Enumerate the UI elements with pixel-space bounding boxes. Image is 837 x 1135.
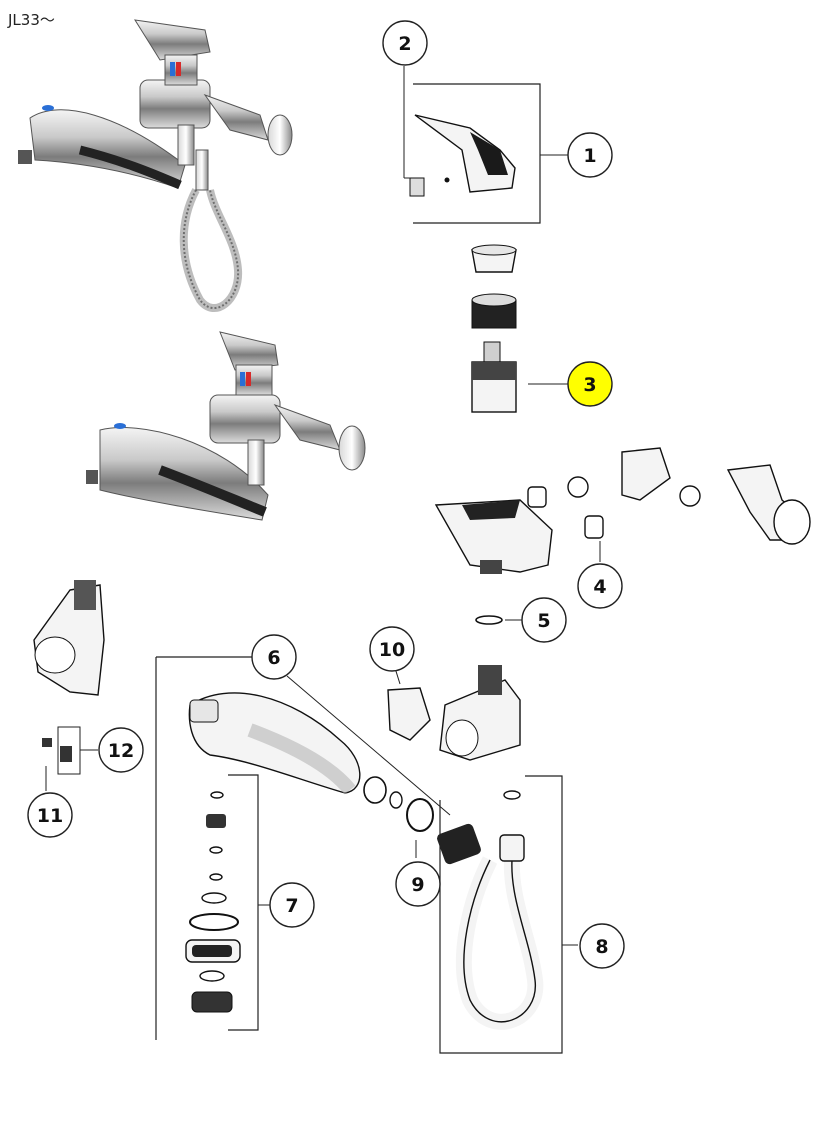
callout-12[interactable]: 12 [98,727,144,773]
callout-10[interactable]: 10 [369,626,415,672]
spray-head-assembly [155,656,451,1040]
callout-1[interactable]: 1 [567,132,613,178]
callout-circle [521,597,567,643]
callout-circle [567,361,613,407]
callout-8[interactable]: 8 [579,923,625,969]
callout-11[interactable]: 11 [27,792,73,838]
callout-circle [567,132,613,178]
adapter-and-screws [33,580,105,791]
callout-5[interactable]: 5 [521,597,567,643]
callout-circle [27,792,73,838]
callout-circle [579,923,625,969]
callout-number: 2 [398,33,411,55]
lever-handle-part [403,66,568,224]
callout-6[interactable]: 6 [251,634,297,680]
hose-assembly [387,665,578,1054]
callout-number: 4 [593,576,606,598]
callout-number: 10 [379,639,405,661]
callout-circle [269,882,315,928]
callout-3[interactable]: 3 [567,361,613,407]
faucet-image-docked [86,331,366,521]
callout-number: 8 [595,936,608,958]
model-code-label: JL33～ [8,11,55,29]
callout-circle [251,634,297,680]
callout-2[interactable]: 2 [382,20,428,66]
faucet-body-assembly [434,447,811,625]
callout-7[interactable]: 7 [269,882,315,928]
callout-number: 7 [285,895,298,917]
callout-4[interactable]: 4 [577,563,623,609]
callout-number: 12 [108,740,134,762]
callout-9[interactable]: 9 [395,861,441,907]
callout-number: 11 [37,805,63,827]
callout-number: 3 [583,374,596,396]
callout-circle [395,861,441,907]
faucet-image-full [18,19,293,312]
callout-circle [382,20,428,66]
callout-circle [577,563,623,609]
callout-number: 1 [583,145,596,167]
callout-circle [369,626,415,672]
callout-number: 9 [411,874,424,896]
callout-number: 5 [537,610,550,632]
cartridge-stack [471,244,568,413]
callout-number: 6 [267,647,280,669]
callout-circle [98,727,144,773]
